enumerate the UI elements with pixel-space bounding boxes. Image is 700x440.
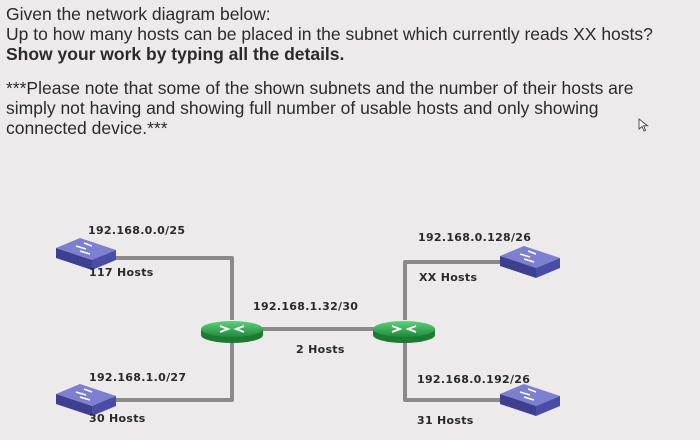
subnet-label-bottom-right: 192.168.0.192/26	[417, 373, 531, 386]
subnet-label-top-right: 192.168.0.128/26	[418, 231, 532, 244]
subnet-label-link: 192.168.1.32/30	[253, 300, 359, 313]
question-intro: Given the network diagram below:	[6, 4, 271, 24]
switch-icon	[500, 384, 560, 416]
note-line-1: ***Please note that some of the shown su…	[6, 78, 634, 98]
hosts-label-bottom-right: 31 Hosts	[417, 414, 474, 427]
cable-bottom-right	[403, 336, 530, 402]
cable-bottom-left	[92, 336, 234, 402]
question-note: ***Please note that some of the shown su…	[6, 78, 686, 138]
switch-icon	[56, 384, 116, 416]
note-line-2: simply not having and showing full numbe…	[6, 98, 599, 118]
cable-top-left	[92, 256, 234, 320]
question-prompt: Up to how many hosts can be placed in th…	[6, 24, 653, 44]
subnet-label-bottom-left: 192.168.1.0/27	[89, 371, 187, 384]
subnet-label-top-left: 192.168.0.0/25	[88, 224, 186, 237]
switch-icon	[56, 238, 116, 270]
hosts-label-top-right: XX Hosts	[419, 271, 478, 284]
router-icon	[373, 321, 435, 343]
question-instruction: Show your work by typing all the details…	[6, 44, 345, 64]
mouse-cursor-icon	[638, 118, 649, 132]
question-text: Given the network diagram below: Up to h…	[6, 4, 694, 64]
note-line-3: connected device.***	[6, 118, 168, 138]
router-icon	[201, 321, 263, 343]
cable-top-right	[403, 260, 530, 320]
hosts-label-bottom-left: 30 Hosts	[89, 412, 146, 425]
hosts-label-link: 2 Hosts	[296, 343, 345, 356]
hosts-label-top-left: 117 Hosts	[89, 266, 154, 279]
switch-icon	[500, 246, 560, 278]
